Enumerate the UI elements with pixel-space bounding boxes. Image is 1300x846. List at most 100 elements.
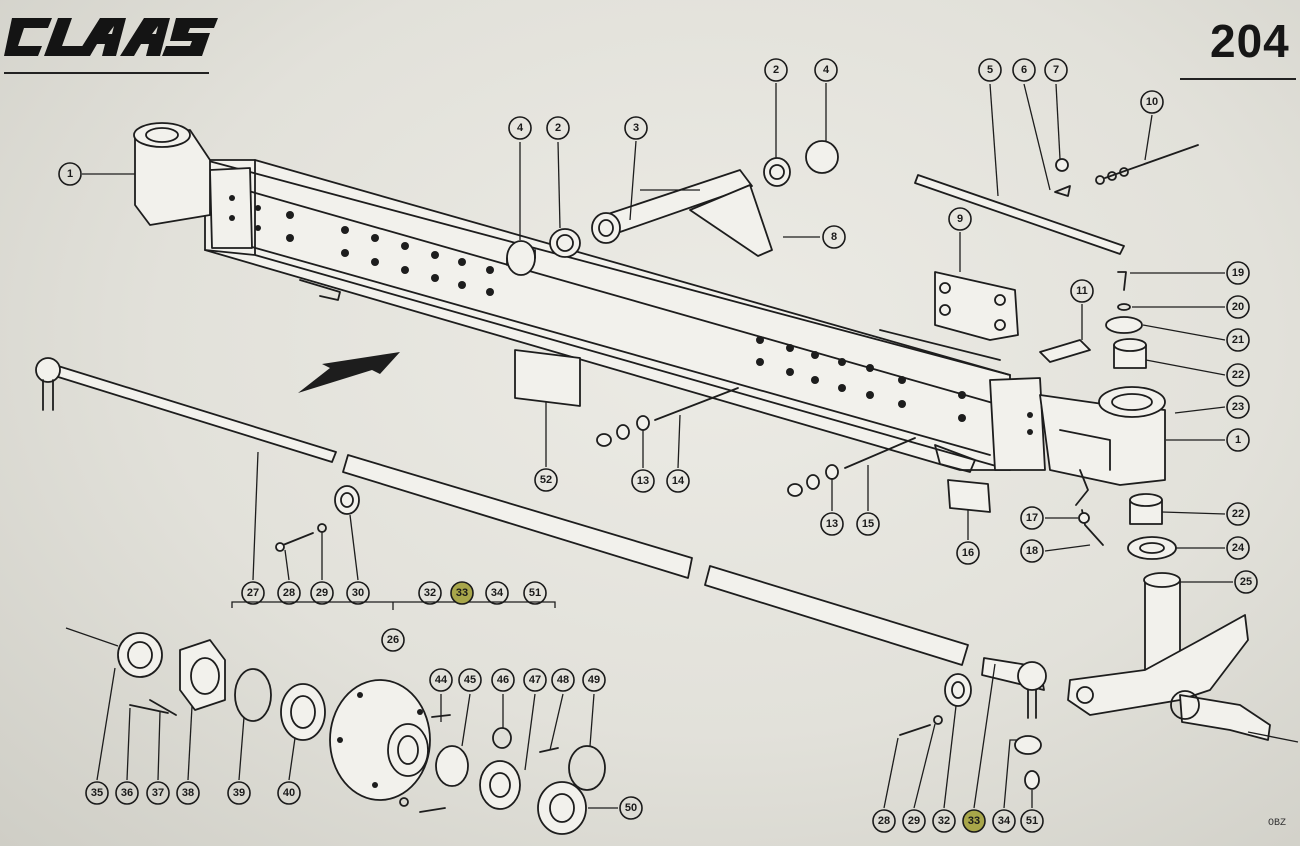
- callout-29: 29: [310, 581, 334, 605]
- right-small-parts: [1039, 271, 1177, 560]
- callout-11: 11: [1070, 279, 1094, 303]
- callout-37: 37: [146, 781, 170, 805]
- callout-13: 13: [631, 469, 655, 493]
- callout-19: 19: [1226, 261, 1250, 285]
- callout-28: 28: [277, 581, 301, 605]
- bolt-sets: [596, 387, 916, 497]
- callout-label: 21: [1232, 334, 1244, 346]
- callout-label: 45: [464, 674, 476, 686]
- callout-30: 30: [346, 581, 370, 605]
- callout-label: 33: [456, 587, 468, 599]
- callout-label: 23: [1232, 401, 1244, 413]
- callout-label: 11: [1076, 285, 1088, 297]
- callout-label: 1: [1235, 434, 1241, 446]
- claas-logo: [4, 18, 218, 56]
- tie-rod: [35, 357, 1047, 790]
- beam-holes: [229, 195, 1033, 435]
- left-pivot-housing: [133, 122, 211, 226]
- callout-label: 50: [625, 802, 637, 814]
- callout-label: 14: [672, 475, 685, 487]
- callout-label: 10: [1146, 96, 1158, 108]
- callout-20: 20: [1226, 295, 1250, 319]
- callout-label: 4: [517, 122, 524, 134]
- callout-27: 27: [241, 581, 265, 605]
- callout-44: 44: [429, 668, 453, 692]
- callout-label: 51: [529, 587, 541, 599]
- callout-2: 2: [546, 116, 570, 140]
- callout-label: 17: [1026, 512, 1038, 524]
- callout-7: 7: [1044, 58, 1068, 82]
- callout-29: 29: [902, 809, 926, 833]
- callout-label: 15: [862, 518, 874, 530]
- callout-label: 28: [283, 587, 295, 599]
- callout-8: 8: [822, 225, 846, 249]
- callout-label: 19: [1232, 267, 1244, 279]
- callout-26: 26: [381, 628, 405, 652]
- callout-33: 33: [962, 809, 986, 833]
- callout-label: 24: [1232, 542, 1245, 554]
- decal-52: [514, 349, 581, 407]
- callout-label: 48: [557, 674, 569, 686]
- callout-label: 49: [588, 674, 600, 686]
- callout-label: 18: [1026, 545, 1038, 557]
- callout-21: 21: [1226, 328, 1250, 352]
- callout-label: 1: [67, 168, 73, 180]
- callout-50: 50: [619, 796, 643, 820]
- callout-23: 23: [1226, 395, 1250, 419]
- callout-34: 34: [992, 809, 1016, 833]
- callout-22: 22: [1226, 502, 1250, 526]
- callout-label: 51: [1026, 815, 1038, 827]
- upper-rod: [914, 144, 1199, 255]
- callout-15: 15: [856, 512, 880, 536]
- callout-48: 48: [551, 668, 575, 692]
- callout-14: 14: [666, 469, 690, 493]
- hub-assembly: [117, 632, 606, 835]
- callout-label: 13: [826, 518, 838, 530]
- callout-label: 5: [987, 64, 993, 76]
- callout-label: 29: [316, 587, 328, 599]
- callout-28: 28: [872, 809, 896, 833]
- callout-label: 35: [91, 787, 103, 799]
- callout-label: 32: [424, 587, 436, 599]
- callout-1: 1: [58, 162, 82, 186]
- callout-label: 4: [823, 64, 830, 76]
- axle-beam: [204, 159, 1046, 473]
- callout-label: 9: [957, 213, 963, 225]
- clamp-lower: [899, 673, 972, 736]
- bracket-9: [934, 271, 1019, 341]
- callout-9: 9: [948, 207, 972, 231]
- callout-label: 20: [1232, 301, 1244, 313]
- drawing-code: OBZ: [1268, 818, 1287, 829]
- callout-52: 52: [534, 468, 558, 492]
- callout-49: 49: [582, 668, 606, 692]
- callout-1: 1: [1226, 428, 1250, 452]
- callout-25: 25: [1234, 570, 1258, 594]
- callout-label: 28: [878, 815, 890, 827]
- leader-lines: [65, 83, 1299, 809]
- callout-label: 7: [1053, 64, 1059, 76]
- callout-label: 6: [1021, 64, 1027, 76]
- callout-4: 4: [814, 58, 838, 82]
- callout-40: 40: [277, 781, 301, 805]
- callout-label: 22: [1232, 508, 1244, 520]
- callout-label: 38: [182, 787, 194, 799]
- clamp-upper: [275, 485, 360, 552]
- callout-label: 27: [247, 587, 259, 599]
- callout-2: 2: [764, 58, 788, 82]
- callout-label: 34: [491, 587, 504, 599]
- callout-39: 39: [227, 781, 251, 805]
- callout-22: 22: [1226, 363, 1250, 387]
- page-number: 204: [1210, 15, 1290, 67]
- callout-34: 34: [485, 581, 509, 605]
- callout-label: 47: [529, 674, 541, 686]
- callout-32: 32: [418, 581, 442, 605]
- callout-32: 32: [932, 809, 956, 833]
- callout-38: 38: [176, 781, 200, 805]
- callout-3: 3: [624, 116, 648, 140]
- callout-label: 32: [938, 815, 950, 827]
- callout-46: 46: [491, 668, 515, 692]
- callout-label: 2: [773, 64, 779, 76]
